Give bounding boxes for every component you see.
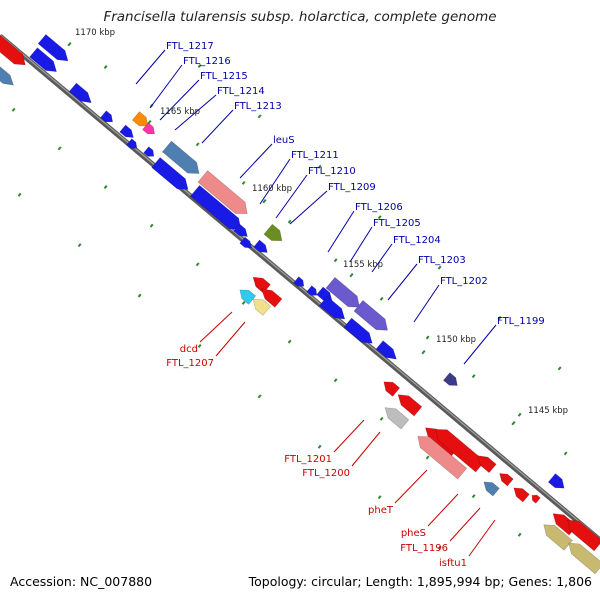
gene-feature-36 <box>435 429 486 473</box>
gene-feature-18 <box>263 223 283 242</box>
ruler-label-0: 1170 kbp <box>75 28 115 38</box>
gene-feature-38 <box>476 455 497 474</box>
label-reverse-5: pheS <box>401 528 426 539</box>
label-forward-10: FTL_1205 <box>373 218 421 229</box>
ruler-label-1: 1165 kbp <box>160 107 200 117</box>
label-forward-0: FTL_1217 <box>166 41 214 52</box>
gene-feature-10 <box>143 146 155 157</box>
accession-text: Accession: NC_007880 <box>10 574 153 589</box>
gene-feature-39 <box>499 473 514 487</box>
gene-feature-14 <box>190 184 242 230</box>
label-reverse-6: FTL_1196 <box>400 543 448 554</box>
label-forward-12: FTL_1203 <box>418 255 466 266</box>
label-forward-1: FTL_1216 <box>183 56 231 67</box>
label-forward-8: FTL_1209 <box>328 182 376 193</box>
gene-feature-42 <box>531 494 541 504</box>
gene-feature-30 <box>239 289 257 305</box>
label-reverse-7: isftu1 <box>439 558 467 569</box>
label-reverse-0: dcd <box>180 344 198 355</box>
gene-feature-5 <box>100 110 113 123</box>
gene-feature-33 <box>397 394 423 417</box>
ruler-label-2: 1160 kbp <box>252 184 292 194</box>
gene-feature-46 <box>543 524 573 551</box>
gene-feature-15 <box>233 223 248 237</box>
gene-feature-12 <box>151 157 189 190</box>
label-forward-4: FTL_1213 <box>234 101 282 112</box>
label-forward-5: leuS <box>273 135 295 146</box>
gene-feature-34 <box>384 407 410 430</box>
gene-feature-25 <box>343 317 373 344</box>
label-forward-11: FTL_1204 <box>393 235 441 246</box>
scale-ticks <box>11 63 568 550</box>
map-title: Francisella tularensis subsp. holarctica… <box>103 9 497 25</box>
gene-feature-2 <box>37 34 69 62</box>
gene-feature-1 <box>0 66 14 86</box>
gene-feature-8 <box>142 122 155 135</box>
gene-feature-29 <box>261 288 283 308</box>
gene-feature-3 <box>29 47 57 72</box>
genome-backbone <box>0 34 600 542</box>
ruler-label-4: 1150 kbp <box>436 335 476 345</box>
label-leaders <box>135 49 497 557</box>
gene-feature-40 <box>483 481 500 497</box>
gene-feature-11 <box>161 140 200 174</box>
label-forward-9: FTL_1206 <box>355 202 403 213</box>
label-forward-6: FTL_1211 <box>291 150 339 161</box>
gene-feature-6 <box>119 124 134 138</box>
ruler-label-5: 1145 kbp <box>528 406 568 416</box>
gene-feature-37 <box>417 436 468 480</box>
label-reverse-2: FTL_1201 <box>284 454 332 465</box>
gene-feature-19 <box>293 276 305 287</box>
gene-features <box>0 33 600 575</box>
gene-feature-41 <box>513 487 530 503</box>
label-forward-14: FTL_1199 <box>497 316 545 327</box>
label-reverse-4: pheT <box>368 505 394 516</box>
gene-labels: FTL_1217FTL_1216FTL_1215FTL_1214FTL_1213… <box>166 41 545 569</box>
ruler-labels: 1170 kbp 1165 kbp 1160 kbp 1155 kbp 1150 kbp… <box>67 28 568 426</box>
label-forward-2: FTL_1215 <box>200 71 248 82</box>
gene-feature-9 <box>126 138 138 149</box>
gene-feature-16 <box>239 236 252 249</box>
ruler-label-3: 1155 kbp <box>343 260 383 270</box>
gene-feature-13 <box>197 170 248 214</box>
label-forward-7: FTL_1210 <box>308 166 356 177</box>
topology-text: Topology: circular; Length: 1,895,994 bp… <box>248 574 592 589</box>
gene-feature-4 <box>68 82 92 104</box>
label-reverse-1: FTL_1207 <box>166 358 214 369</box>
gene-feature-23 <box>353 299 388 331</box>
gene-feature-17 <box>253 239 268 253</box>
gene-feature-0 <box>0 33 26 66</box>
gene-feature-24 <box>318 295 346 320</box>
gene-feature-32 <box>383 381 401 397</box>
gene-feature-31 <box>252 298 272 316</box>
gene-feature-26 <box>375 340 397 360</box>
gene-feature-43 <box>547 473 565 489</box>
label-forward-3: FTL_1214 <box>217 86 265 97</box>
gene-feature-47 <box>568 542 600 575</box>
gene-feature-20 <box>306 285 318 296</box>
label-forward-13: FTL_1202 <box>440 276 488 287</box>
gene-feature-27 <box>443 372 458 386</box>
gene-feature-45 <box>567 519 600 552</box>
gene-feature-7 <box>131 111 149 127</box>
gene-feature-22 <box>325 276 360 308</box>
label-reverse-3: FTL_1200 <box>302 468 350 479</box>
